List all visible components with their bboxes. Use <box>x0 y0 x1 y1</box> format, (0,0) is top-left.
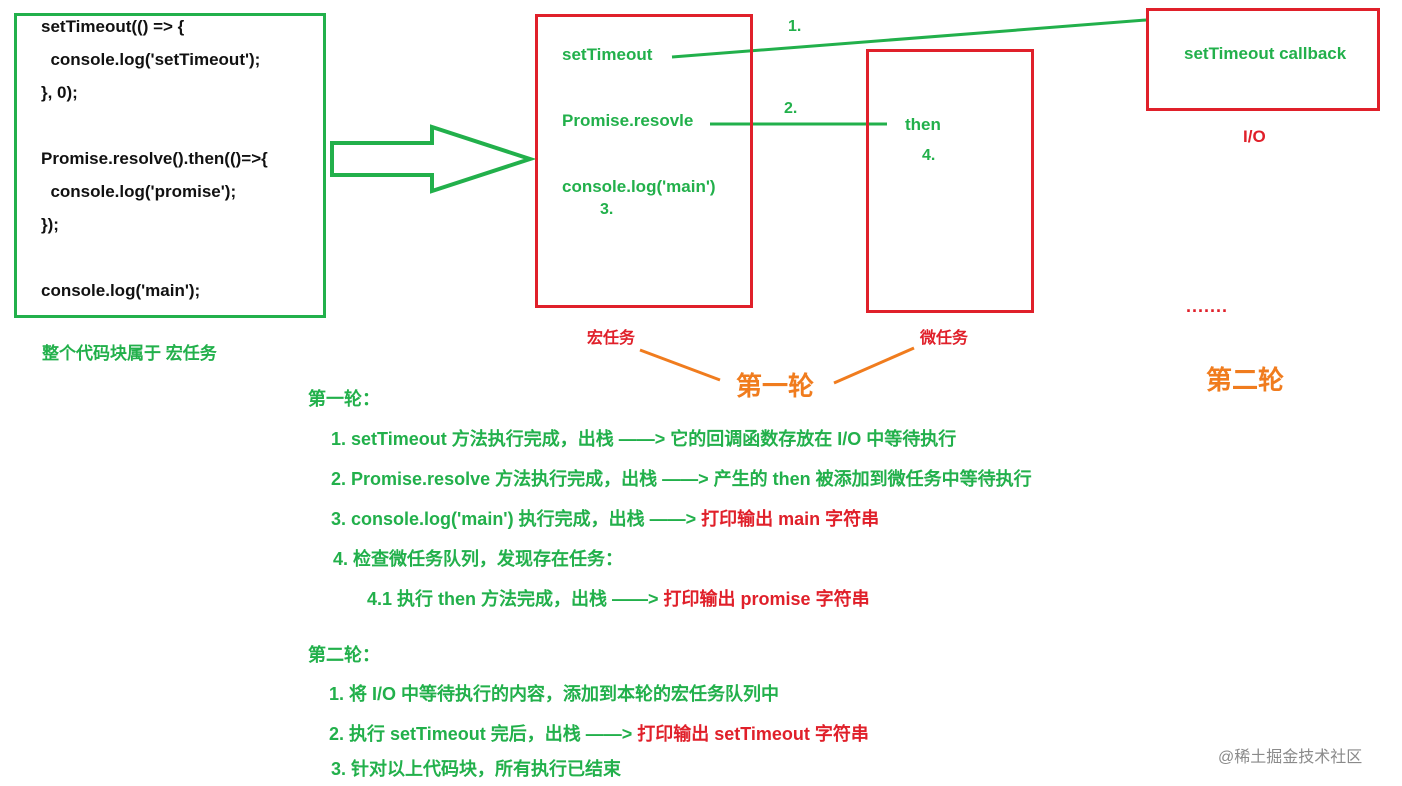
step-4-label: 4. <box>922 147 936 164</box>
code-line: console.log('main'); <box>41 281 201 300</box>
round2-item-text: 3. 针对以上代码块，所有执行已结束 <box>331 759 622 779</box>
io-label: I/O <box>1243 127 1266 146</box>
micro-task-label: 微任务 <box>920 330 969 347</box>
code-block <box>14 13 326 318</box>
macro-task-box <box>535 14 753 308</box>
macro-task-label: 宏任务 <box>587 330 636 347</box>
line-macro-to-round1 <box>639 348 721 382</box>
round2-item-1: 1. 将 I/O 中等待执行的内容，添加到本轮的宏任务队列中 <box>329 680 779 706</box>
round2-item-highlight: 打印输出 setTimeout 字符串 <box>637 724 869 744</box>
step-3-label: 3. <box>600 201 614 218</box>
ellipsis-dots: ....... <box>1186 296 1229 316</box>
big-arrow <box>330 124 537 194</box>
code-line: console.log('promise'); <box>41 182 237 201</box>
round1-item-text: 1. setTimeout 方法执行完成，出栈 ——> 它的回调函数存放在 I/… <box>331 429 957 449</box>
step-2-label: 2. <box>784 100 798 117</box>
macro-item-promise: Promise.resovle <box>562 111 694 130</box>
round2-item-text: 2. 执行 setTimeout 完后，出栈 ——> <box>329 724 638 744</box>
macro-item-console: console.log('main') <box>562 177 716 196</box>
round1-item-text: 4.1 执行 then 方法完成，出栈 ——> <box>367 589 664 609</box>
round1-item-text: 2. Promise.resolve 方法执行完成，出栈 ——> 产生的 the… <box>331 469 1032 489</box>
round2-heading: 第二轮： <box>308 645 380 665</box>
code-line: }); <box>41 215 59 234</box>
round1-item-4-1: 4.1 执行 then 方法完成，出栈 ——> 打印输出 promise 字符串 <box>367 585 870 611</box>
round1-big-title: 第一轮 <box>736 371 815 401</box>
io-item-callback: setTimeout callback <box>1184 44 1347 63</box>
macro-item-settimeout: setTimeout <box>562 45 653 64</box>
round1-item-1: 1. setTimeout 方法执行完成，出栈 ——> 它的回调函数存放在 I/… <box>331 425 956 451</box>
round2-item-2: 2. 执行 setTimeout 完后，出栈 ——> 打印输出 setTimeo… <box>329 720 869 746</box>
round1-item-2: 2. Promise.resolve 方法执行完成，出栈 ——> 产生的 the… <box>331 465 1032 491</box>
round1-item-text: 4. 检查微任务队列，发现存在任务： <box>333 549 624 569</box>
round1-heading: 第一轮： <box>308 389 380 409</box>
code-line: console.log('setTimeout'); <box>41 50 261 69</box>
micro-item-then: then <box>905 115 941 134</box>
step-1-label: 1. <box>788 18 802 35</box>
code-line: Promise.resolve().then(()=>{ <box>41 149 268 168</box>
round2-item-3: 3. 针对以上代码块，所有执行已结束 <box>331 755 621 781</box>
code-line: }, 0); <box>41 83 78 102</box>
round1-item-text: 3. console.log('main') 执行完成，出栈 ——> <box>331 509 702 529</box>
code-block-caption: 整个代码块属于 宏任务 <box>42 344 217 363</box>
io-box <box>1146 8 1380 111</box>
round1-item-4: 4. 检查微任务队列，发现存在任务： <box>333 545 623 571</box>
micro-task-box <box>866 49 1034 313</box>
watermark: @稀土掘金技术社区 <box>1218 749 1363 766</box>
round2-item-text: 1. 将 I/O 中等待执行的内容，添加到本轮的宏任务队列中 <box>329 684 780 704</box>
round1-item-highlight: 打印输出 main 字符串 <box>701 509 880 529</box>
round1-item-highlight: 打印输出 promise 字符串 <box>663 589 870 609</box>
code-line: setTimeout(() => { <box>41 17 185 36</box>
round2-big-title: 第二轮 <box>1206 365 1285 395</box>
round1-item-3: 3. console.log('main') 执行完成，出栈 ——> 打印输出 … <box>331 505 879 531</box>
line-micro-to-round1 <box>833 346 915 385</box>
